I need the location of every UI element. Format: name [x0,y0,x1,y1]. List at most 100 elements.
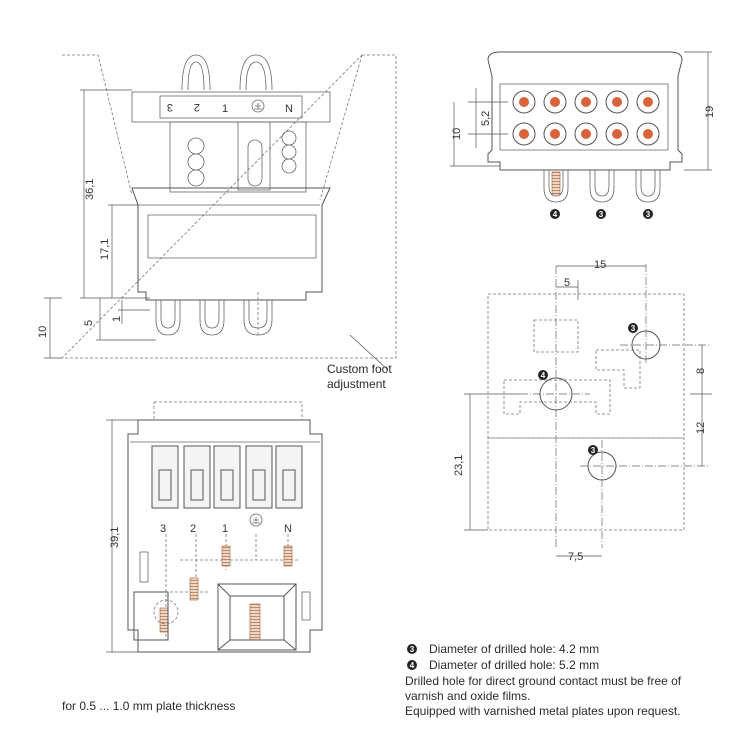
top-label-3: 3 [160,523,166,535]
contact-pin [612,97,622,107]
svg-text:3: 3 [631,324,636,333]
push-button-window [220,469,234,501]
dim-23-1: 23,1 [453,455,465,476]
contact-pin [581,129,591,139]
custom-foot-outline [61,54,397,359]
dim-8: 8 [695,368,707,374]
dim-5-pattern: 5 [564,277,570,289]
contact-ring [636,122,660,146]
front-label-1: 1 [222,103,228,115]
front-label-2: 2 [194,101,200,113]
contact-pin [550,97,560,107]
top-ground-symbol [249,513,263,527]
front-top-clamps [131,54,331,193]
svg-text:3: 3 [646,210,651,219]
dim-15: 15 [594,259,606,271]
dim-5: 5 [83,320,95,326]
front-housing [131,187,331,301]
svg-text:4: 4 [410,661,415,670]
contact-pin [581,97,591,107]
dim-36-1: 36,1 [84,179,96,200]
badge-4: 4 [550,209,560,219]
contact-pin [519,97,529,107]
top-view-slots [151,445,303,509]
end-view-feet [543,170,661,203]
plate-thickness-note: for 0.5 ... 1.0 mm plate thickness [62,699,236,713]
contact-ring [605,122,629,146]
pattern-dimensions: 15 5 8 12 23,1 7,5 [453,259,712,563]
drilling-pattern: 3 4 3 15 5 8 12 23,1 7,5 [453,259,712,563]
top-label-n: N [284,523,292,535]
dim-5-2: 5,2 [480,111,492,126]
top-terminal-labels: 3 2 1 N [160,523,292,535]
push-button-window [282,469,296,501]
end-view-dimensions: 5,2 10 19 [450,51,716,171]
contact-pin [612,129,622,139]
legend-notes: Drilled hole for direct ground contact m… [405,674,681,719]
push-button-window [158,469,172,501]
legend-note-line-3: Equipped with varnished metal plates upo… [405,704,681,718]
end-view-housing [487,51,683,171]
legend-note-line-1: Drilled hole for direct ground contact m… [405,674,682,688]
top-view-housing [127,419,323,653]
custom-foot-note-line-1: Custom foot [327,362,392,376]
contact-pin [519,129,529,139]
dim-1: 1 [111,316,123,322]
custom-foot-note: Custom foot adjustment [327,362,392,392]
top-label-2: 2 [190,523,196,535]
dim-10-foot: 10 [37,326,49,338]
push-button-window [190,469,204,501]
dim-17-1: 17,1 [99,239,111,260]
badge-3: 3 [596,209,606,219]
contact-ring [512,122,536,146]
legend-item-4: Diameter of drilled hole: 5.2 mm [429,658,600,672]
contact-ring [574,90,598,114]
contact-pin [550,129,560,139]
dim-12: 12 [695,422,707,434]
front-dimensions: 36,1 17,1 5 1 10 [37,89,156,359]
svg-text:3: 3 [410,645,415,654]
badge-3: 3 [588,445,598,455]
legend-badge-3: 3 [407,644,417,654]
contact-ring [543,90,567,114]
legend-item-3: Diameter of drilled hole: 4.2 mm [429,642,600,656]
contact-ring [605,90,629,114]
svg-text:4: 4 [541,371,546,380]
badge-3: 3 [628,323,638,333]
front-view: 3 2 1 N 36,1 17,1 5 1 1 [37,54,397,371]
top-label-1: 1 [222,523,228,535]
badge-3: 3 [643,209,653,219]
pattern-outline-top [487,293,685,439]
end-view: 4 3 3 5,2 10 19 [450,51,716,219]
front-terminal-labels: 3 2 1 N [167,101,293,115]
contact-ring [574,122,598,146]
push-button-slot [213,445,241,509]
end-view-contacts [512,90,660,146]
legend-badge-4: 4 [407,660,417,670]
push-button-slot [183,445,211,509]
dim-19: 19 [704,106,716,118]
svg-text:4: 4 [553,210,558,219]
end-view-badges: 4 3 3 [550,209,653,219]
badge-4: 4 [538,370,548,380]
front-label-3: 3 [167,101,173,113]
svg-text:3: 3 [591,446,596,455]
push-button-slot [245,445,273,509]
legend-note-line-2: varnish and oxide films. [405,689,531,703]
top-view-dimensions: 39,1 [106,419,138,653]
push-button-slot [275,445,303,509]
contact-ring [636,90,660,114]
contact-pin [643,97,653,107]
top-view: 3 2 1 N 39,1 [106,401,323,653]
pattern-outline-bottom [487,437,685,531]
front-feet [155,292,273,336]
legend-badges: 3 4 [407,644,417,670]
dim-10-end: 10 [451,128,463,140]
contact-pin [643,129,653,139]
dim-39-1: 39,1 [109,527,121,548]
svg-text:3: 3 [599,210,604,219]
push-button-slot [151,445,179,509]
push-button-window [252,469,266,501]
dim-7-5: 7,5 [568,551,583,563]
